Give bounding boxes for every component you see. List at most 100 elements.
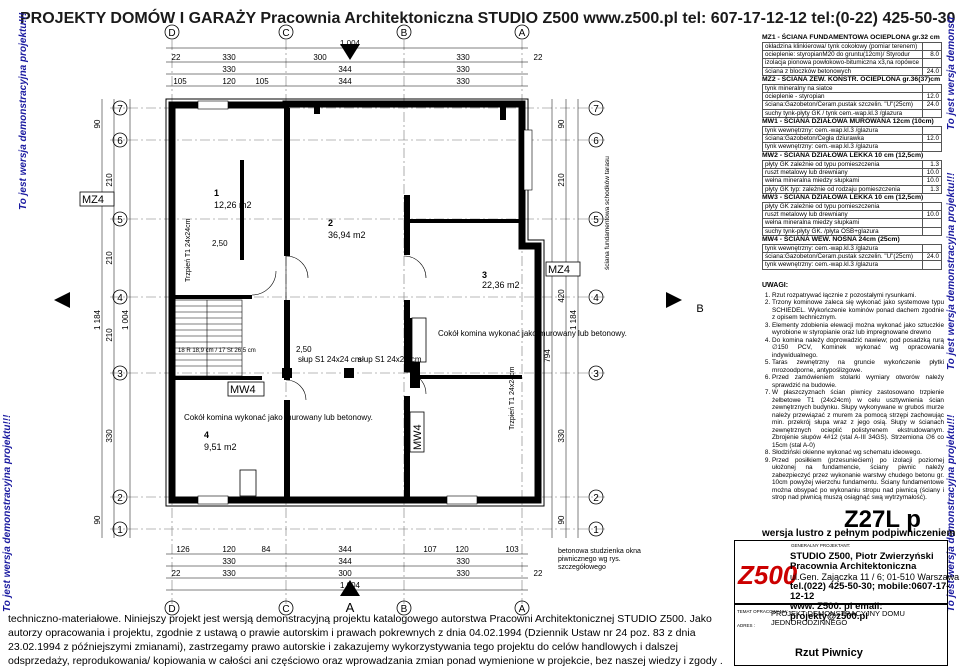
dim-right-6: 330: [557, 429, 566, 443]
axis-bottom-C: C: [282, 604, 289, 615]
chimney: [239, 317, 427, 497]
dim-left-7: 330: [105, 429, 114, 443]
spec-cell: tynk wewnętrzny: cem.-wap.kl.3 /glazura: [762, 125, 923, 136]
spec-mz2-title: MZ2 - ŚCIANA ZEW. KONSTR. OCIEPLONA gr.3…: [762, 76, 941, 83]
spec-cell: ocieplenie: styropianM20 do gruntu(12cm)…: [762, 49, 923, 60]
spec-mw4-table: tynk wewnętrzny: cem.-wap.kl.3 /glazura …: [762, 243, 942, 270]
tag-mw4: MW4: [230, 384, 256, 396]
dim-top-4: 330: [456, 53, 470, 62]
spec-cell: [922, 218, 942, 228]
dim-bot-r3-5: 22: [534, 569, 543, 578]
dim-bot-r3-4: 330: [456, 569, 470, 578]
spec-cell: tynk wewnętrzny: cem.-wap.kl.3 /glazura: [762, 243, 923, 254]
dim-bot-r2-1: 330: [222, 557, 236, 566]
spec-mw2: MW2 - ŚCIANA DZIAŁOWA LEKKA 10 cm (12,5c…: [762, 152, 942, 195]
spec-cell: suchy tynk-płyty GK. /płyta OSB+glazura: [762, 226, 923, 237]
spec-cell: [922, 125, 942, 136]
room-4-num: 4: [204, 430, 209, 440]
dim-top-r3-2: 120: [222, 77, 236, 86]
spec-cell: [922, 83, 942, 94]
section-label-b: B: [696, 303, 703, 315]
note-item: Do komina należy doprowadzić nawiew; pod…: [772, 337, 944, 360]
note-item: Taras zewnętrzny na gruncie wykończenie …: [772, 359, 944, 374]
tag-mz4-left: MZ4: [82, 194, 104, 206]
spec-cell: 10.0: [922, 176, 942, 186]
dim-right-5: 794: [543, 349, 552, 363]
dim-top-r3-3: 105: [255, 77, 269, 86]
spec-cell: izolacja pionowa powłokowo-bitumiczna x3…: [762, 58, 923, 68]
dim-right-2: 210: [557, 173, 566, 187]
room-2-num: 2: [328, 218, 333, 228]
spec-cell: 10.0: [922, 167, 942, 178]
notes-panel: UWAGI: Rzut rozpatrywać łącznie z pozost…: [762, 282, 944, 502]
spec-cell: 12.0: [922, 91, 942, 102]
axis-row-2: 2: [117, 493, 123, 504]
dim-right-7: 90: [557, 515, 566, 524]
company-web: www. Z500. pl email: projekty@z500.pl: [790, 601, 883, 622]
dim-right-3: 420: [557, 289, 566, 303]
dimension-text-vertical: 90 210 210 1 184 1 004 210 330 90 90 210…: [93, 119, 578, 524]
axis-row-5-r: 5: [593, 215, 599, 226]
spec-cell: płyty GK zależnie od typu pomieszczenia: [762, 201, 923, 212]
spec-mw1: MW1 - ŚCIANA DZIAŁOWA MUROWANA 12cm (10c…: [762, 118, 942, 152]
spec-cell: suchy tynk-płyty GK / tynk cem.-wap.kl.3…: [762, 108, 923, 119]
axis-bottom-A: A: [519, 604, 526, 615]
interior-walls: [172, 104, 522, 500]
spec-cell: wełna mineralna miedzy słupkami: [762, 218, 923, 228]
dim-right-1: 90: [557, 119, 566, 128]
axis-bubbles: [112, 24, 604, 616]
trzpien-right: Trzpień T1 24x24cm: [509, 366, 516, 430]
spec-cell: 24.0: [922, 100, 942, 110]
spec-mw1-title: MW1 - ŚCIANA DZIAŁOWA MUROWANA 12cm (10c…: [762, 118, 934, 125]
plan-annotations: Cokół komina wykonać jako murowany lub b…: [178, 218, 627, 430]
spec-mz1: MZ1 - ŚCIANA FUNDAMENTOWA OCIEPLONA gr.3…: [762, 34, 942, 77]
trzpien-left: Trzpień T1 24x24cm: [185, 218, 192, 282]
dim-bot-overall: 1 004: [340, 581, 361, 590]
dim-left-5: 1 004: [121, 309, 130, 330]
axis-row-4: 4: [117, 293, 123, 304]
company-box: GENERALNY PROJEKTANT:: [734, 540, 948, 604]
company-name: STUDIO Z500, Piotr Zwierzyński: [790, 551, 934, 562]
spec-mw4-title: MW4 - ŚCIANA WEW. NOŚNA 24cm (25cm): [762, 236, 900, 243]
dim-top-3: 300: [313, 53, 327, 62]
dim-top-r2-3: 330: [456, 65, 470, 74]
note-sciana-fundamentowa: ściana fundamentowa schodków tarasu: [604, 156, 611, 270]
dim-top-2: 330: [222, 53, 236, 62]
axis-row-5: 5: [117, 215, 123, 226]
general-designer-label: GENERALNY PROJEKTANT:: [791, 543, 851, 548]
note-item: Przed posiłkiem (przesuniećiem) po izola…: [772, 457, 944, 502]
spec-cell: [922, 41, 942, 52]
spec-cell: tynk mineralny na siatce: [762, 83, 923, 94]
spec-cell: 8.0: [922, 49, 942, 60]
dim-bot-4: 344: [338, 545, 352, 554]
spec-cell: ruszt metalowy lub drewniany: [762, 167, 923, 178]
dim-left-2: 210: [105, 173, 114, 187]
axis-bottom-B: B: [401, 604, 408, 615]
spec-cell: ocieplenie - styropian: [762, 91, 923, 102]
project-theme: PROJEKT DEMONSTRACYJNY DOMU JEDNORODZINN…: [771, 609, 905, 627]
page-title: PROJEKTY DOMÓW I GARAŻY Pracownia Archit…: [20, 10, 956, 27]
tag-mz4-right: MZ4: [548, 264, 570, 276]
dim-bot-7: 103: [505, 545, 519, 554]
dim-bot-3: 84: [262, 545, 271, 554]
stairs-note: 18 R 18,9 cm / 17 St 26,5 cm: [178, 348, 256, 354]
wall-type-tags: MZ4 MZ4 MW4 MW4: [79, 191, 581, 453]
notes-list: Rzut rozpatrywać łącznie z pozostałymi r…: [762, 292, 944, 502]
spec-cell: 1.3: [922, 184, 942, 195]
room-labels: 1 12,26 m2 2 36,94 m2 3 22,36 m2 4 9,51 …: [204, 188, 520, 452]
sheet-title: Rzut Piwnicy: [795, 647, 863, 659]
spec-cell: 10.0: [922, 209, 942, 220]
axis-row-3: 3: [117, 369, 123, 380]
axis-row-1-r: 1: [593, 525, 599, 536]
slup-label-1: słup S1 24x24 cm: [298, 355, 362, 364]
outer-walls: [168, 100, 542, 504]
axis-row-7: 7: [117, 104, 123, 115]
axis-top-D: D: [168, 28, 175, 39]
room-3-area: 22,36 m2: [482, 280, 520, 290]
dim-bot-r2-3: 330: [456, 557, 470, 566]
company-sub: Pracownia Architektoniczna: [790, 561, 917, 572]
dim-bot-r3-2: 330: [222, 569, 236, 578]
spec-mz1-table: okładzina klinkierowa/ tynk cokołowy (po…: [762, 41, 942, 77]
